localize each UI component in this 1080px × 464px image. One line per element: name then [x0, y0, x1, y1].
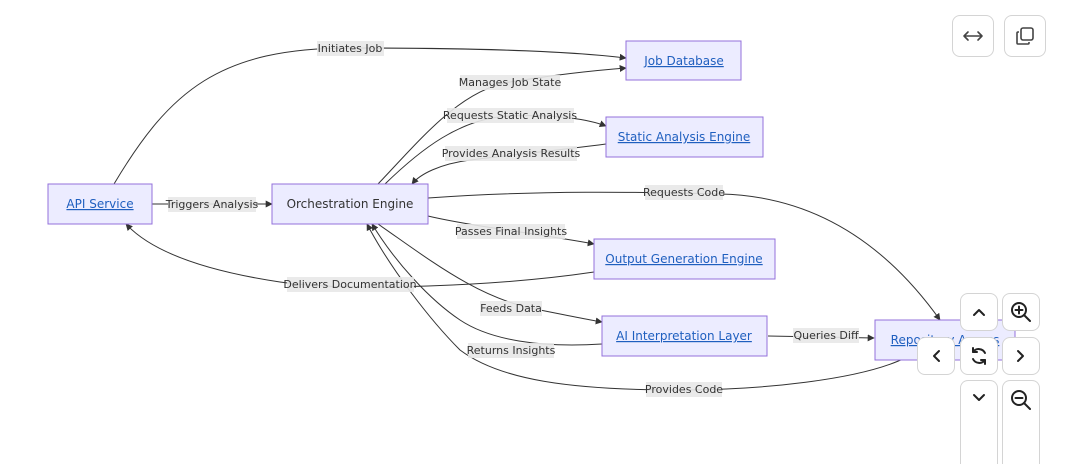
zoom-out-button[interactable] [1002, 380, 1040, 464]
horizontal-arrows-icon [962, 29, 984, 43]
svg-text:Feeds Data: Feeds Data [480, 302, 542, 315]
node-api-service[interactable]: API Service [47, 183, 153, 225]
chevron-up-icon [972, 307, 986, 317]
svg-text:Job Database: Job Database [643, 54, 724, 68]
pan-right-button[interactable] [1002, 337, 1040, 375]
svg-text:Output Generation Engine: Output Generation Engine [605, 252, 762, 266]
pan-down-button[interactable] [960, 380, 998, 464]
node-orchestration-engine: Orchestration Engine [271, 183, 429, 225]
label-provides-code: Provides Code [645, 382, 723, 397]
svg-text:Requests Static Analysis: Requests Static Analysis [443, 109, 577, 122]
label-returns-insights: Returns Insights [467, 343, 556, 358]
label-requests-static-analysis: Requests Static Analysis [443, 108, 577, 123]
zoom-in-button[interactable] [1002, 293, 1040, 331]
reset-view-button[interactable] [960, 337, 998, 375]
svg-text:Requests Code: Requests Code [643, 186, 725, 199]
svg-text:Orchestration Engine: Orchestration Engine [287, 197, 414, 211]
svg-text:Queries Diff: Queries Diff [793, 329, 858, 342]
svg-text:Delivers Documentation: Delivers Documentation [283, 278, 416, 291]
fit-width-button[interactable] [952, 15, 994, 57]
label-provides-analysis-results: Provides Analysis Results [442, 146, 581, 161]
svg-text:Provides Code: Provides Code [645, 383, 723, 396]
svg-text:Passes Final Insights: Passes Final Insights [455, 225, 567, 238]
pan-up-button[interactable] [960, 293, 998, 331]
node-static-analysis-engine[interactable]: Static Analysis Engine [605, 116, 764, 158]
edge-provides-code [366, 223, 906, 391]
label-queries-diff: Queries Diff [793, 328, 859, 343]
zoom-out-icon [1010, 389, 1032, 411]
svg-text:AI Interpretation Layer: AI Interpretation Layer [616, 329, 752, 343]
copy-button[interactable] [1004, 15, 1046, 57]
node-ai-interpretation-layer[interactable]: AI Interpretation Layer [601, 315, 768, 357]
refresh-icon [969, 346, 989, 366]
label-initiates-job: Initiates Job [317, 41, 384, 56]
label-delivers-documentation: Delivers Documentation [283, 277, 417, 292]
chevron-right-icon [1016, 349, 1026, 363]
chevron-left-icon [931, 349, 941, 363]
svg-text:Manages Job State: Manages Job State [459, 76, 562, 89]
svg-text:Returns Insights: Returns Insights [467, 344, 556, 357]
svg-text:API Service: API Service [66, 197, 133, 211]
chevron-down-icon [972, 393, 986, 403]
node-output-generation-engine[interactable]: Output Generation Engine [593, 238, 776, 280]
zoom-in-icon [1010, 301, 1032, 323]
svg-text:Provides Analysis Results: Provides Analysis Results [442, 147, 581, 160]
svg-text:Initiates Job: Initiates Job [318, 42, 383, 55]
node-job-database[interactable]: Job Database [625, 40, 742, 81]
label-manages-job-state: Manages Job State [459, 75, 562, 90]
svg-text:Triggers Analysis: Triggers Analysis [165, 198, 259, 211]
svg-text:Static Analysis Engine: Static Analysis Engine [618, 130, 751, 144]
label-feeds-data: Feeds Data [480, 301, 542, 316]
label-passes-final-insights: Passes Final Insights [455, 224, 567, 239]
pan-left-button[interactable] [917, 337, 955, 375]
label-requests-code: Requests Code [643, 185, 725, 200]
copy-icon [1015, 26, 1035, 46]
label-triggers-analysis: Triggers Analysis [165, 197, 259, 212]
